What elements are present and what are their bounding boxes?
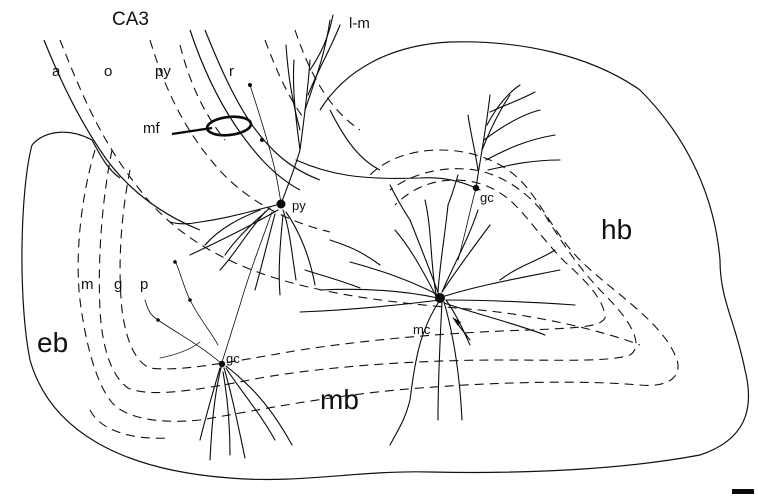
label-layer-o: o [104,63,112,80]
layer-boundaries-dashed [60,30,678,438]
granule-cell-upper [458,85,560,260]
ca3-boundaries [44,30,380,230]
scale-bar [732,489,754,494]
label-mf: mf [143,120,160,137]
label-lm: l-m [349,15,370,32]
text-labels: CA3 l-m a o py r mf py gc hb m g p eb mc… [37,9,632,415]
label-layer-a: a [52,63,61,80]
label-m: m [81,276,94,293]
label-gc-lower: gc [226,351,240,366]
mossy-fiber-marker [172,115,252,138]
label-g: g [114,276,122,293]
label-gc-upper: gc [480,190,494,205]
dentate-outline [22,42,749,480]
label-eb: eb [37,327,68,358]
granule-cell-lower [145,260,292,460]
label-py-cell: py [292,198,306,213]
label-hb: hb [601,214,632,245]
label-layer-r: r [229,63,234,80]
label-ca3: CA3 [112,9,149,30]
label-layer-py: py [155,63,171,80]
label-mc: mc [413,322,431,337]
label-p: p [140,276,148,293]
label-mb: mb [320,384,359,415]
